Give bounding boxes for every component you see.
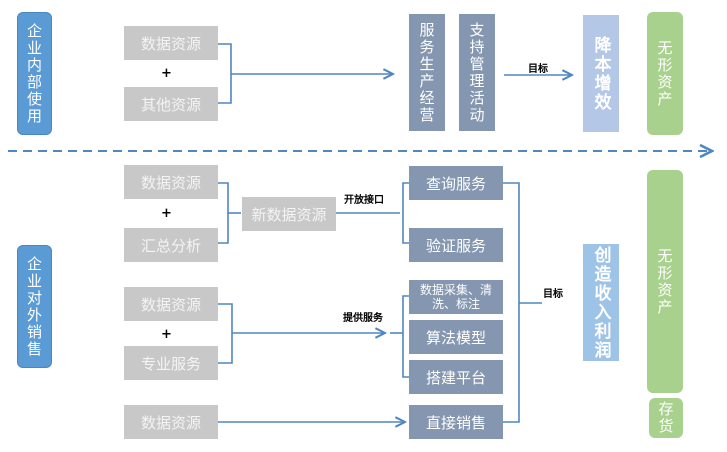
group2-plus: + [161,327,172,342]
service-direct-sales: 直接销售 [409,405,503,439]
group1-bracket [218,182,229,244]
goal-create-revenue: 创造收入利润 [583,244,619,361]
group2-source-data: 数据资源 [124,287,218,321]
service-platform-build: 搭建平台 [409,360,503,394]
service-data-collection: 数据采集、清洗、标注 [409,280,503,314]
group2-services-bracket [402,295,409,378]
activity-production: 服务生产经营 [409,14,445,131]
internal-bracket [218,43,232,104]
internal-source-other: 其他资源 [124,87,218,121]
group2-source-professional: 专业服务 [124,346,218,380]
service-query: 查询服务 [409,166,503,200]
provide-service-label: 提供服务 [343,313,383,324]
group1-plus: + [161,206,172,221]
category-internal-use: 企业内部使用 [17,12,52,135]
new-data-resource: 新数据资源 [242,197,336,231]
group2-bracket [218,303,233,364]
service-verification: 验证服务 [409,228,503,262]
service-algorithm-model: 算法模型 [409,320,503,354]
group1-source-analysis: 汇总分析 [124,228,218,262]
group1-services-bracket [402,182,409,244]
external-goal-label: 目标 [543,289,563,300]
asset-intangible-internal: 无形资产 [647,12,683,135]
category-external-sales: 企业对外销售 [17,245,52,368]
activity-management: 支持管理活动 [459,14,495,131]
asset-intangible-external: 无形资产 [647,170,683,393]
internal-goal-label: 目标 [528,64,548,75]
asset-inventory: 存货 [649,398,683,438]
goal-cost-reduction: 降本增效 [583,15,619,132]
internal-source-data: 数据资源 [124,26,218,60]
group3-source-data: 数据资源 [124,405,218,439]
group1-source-data: 数据资源 [124,165,218,199]
external-goal-brace [503,182,520,423]
open-api-label: 开放接口 [344,195,384,206]
internal-plus: + [161,66,172,81]
